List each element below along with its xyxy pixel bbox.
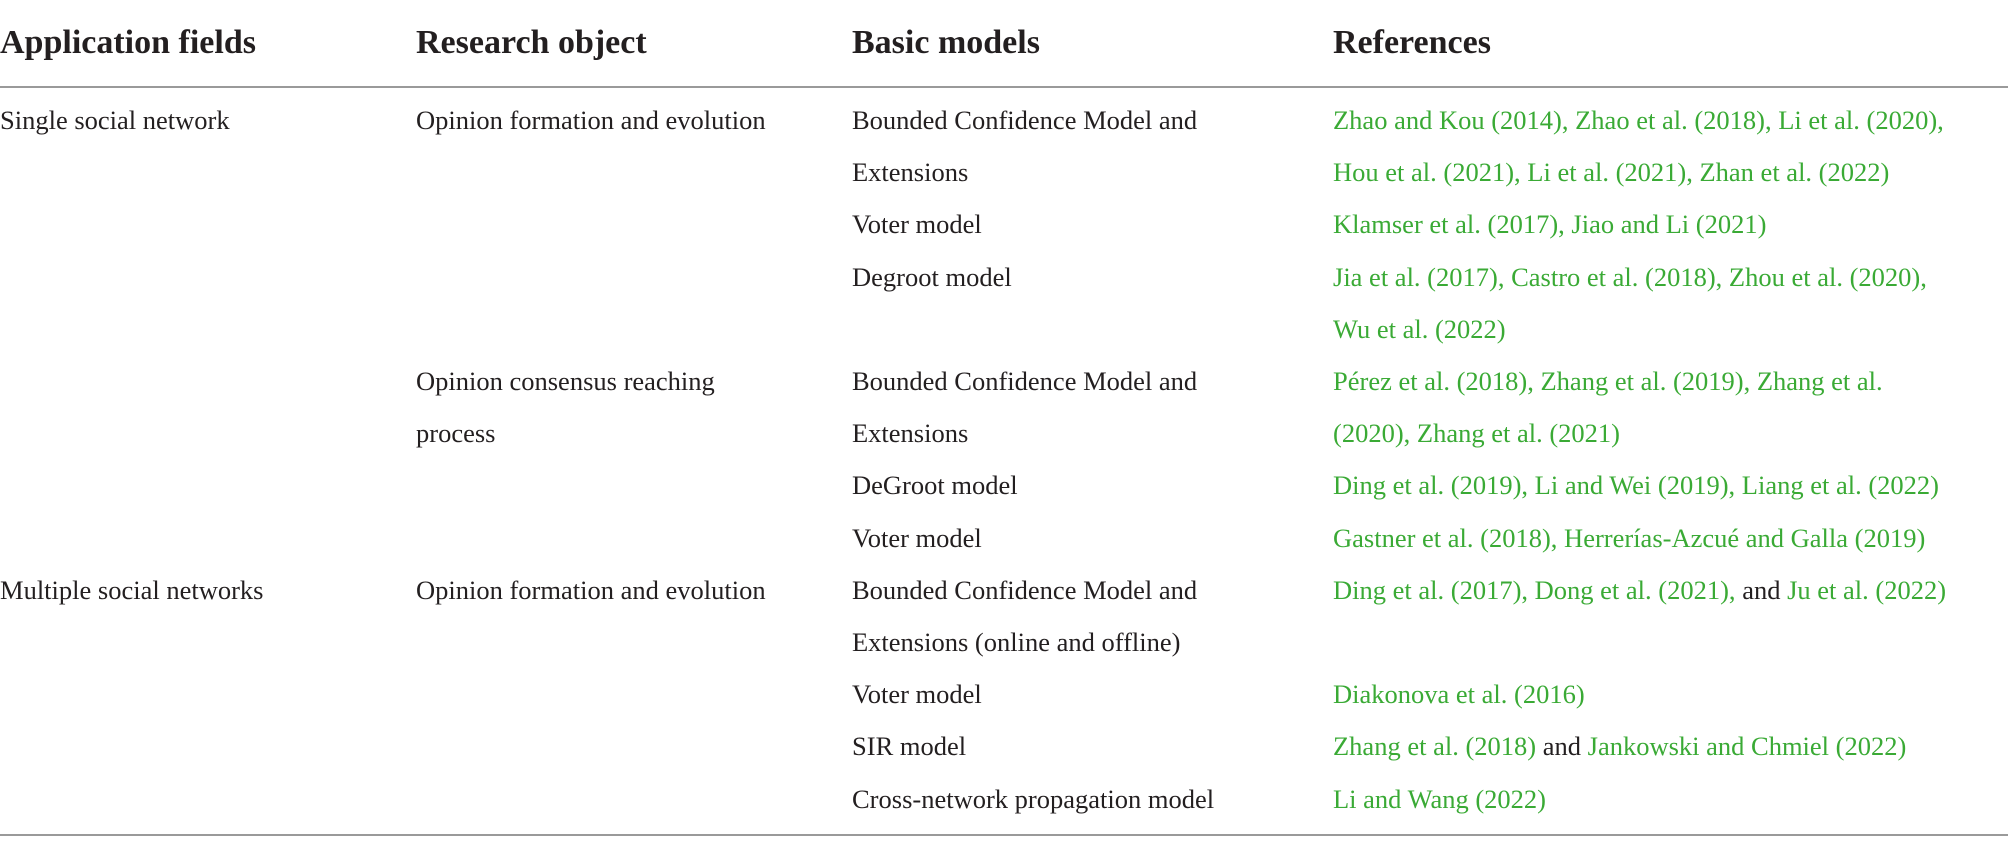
reference-link[interactable]: Diakonova et al. (2016) xyxy=(1333,679,1585,710)
header-row: Application fields Research object Basic… xyxy=(0,0,2008,88)
basic-model-cell: Voter model xyxy=(852,198,1333,250)
research-object-cell: Opinion formation and evolution xyxy=(416,87,852,198)
application-field-cell: Single social network xyxy=(0,87,416,198)
reference-link[interactable]: Zhang et al. (2018) xyxy=(1333,731,1537,762)
basic-model-line: Cross-network propagation model xyxy=(852,783,1215,814)
reference-links[interactable]: Jia et al. (2017), Castro et al. (2018),… xyxy=(1333,261,1927,292)
basic-model-cell: DeGroot model xyxy=(852,459,1333,511)
basic-model-line: Voter model xyxy=(852,679,982,710)
reference-links[interactable]: Hou et al. (2021), Li et al. (2021), Zha… xyxy=(1333,157,1890,188)
reference-link[interactable]: Jankowski and Chmiel (2022) xyxy=(1587,731,1907,762)
basic-model-cell: SIR model xyxy=(852,720,1333,772)
basic-model-line: DeGroot model xyxy=(852,470,1018,501)
reference-link[interactable]: Ju et al. (2022) xyxy=(1787,574,1947,605)
reference-conjunction: and xyxy=(1536,731,1588,762)
basic-model-cell: Bounded Confidence Model and Extensions xyxy=(852,355,1333,459)
header-basic-models: Basic models xyxy=(852,0,1333,88)
header-research-object: Research object xyxy=(416,0,852,88)
reference-links[interactable]: Gastner et al. (2018), Herrerías-Azcué a… xyxy=(1333,522,1926,553)
references-cell: Zhao and Kou (2014), Zhao et al. (2018),… xyxy=(1333,87,2008,198)
basic-model-cell: Cross-network propagation model xyxy=(852,773,1333,825)
table-row: Multiple social networks Opinion formati… xyxy=(0,564,2008,668)
table-row: Cross-network propagation model Li and W… xyxy=(0,773,2008,825)
application-field-cell: Multiple social networks xyxy=(0,564,416,668)
header-application-fields: Application fields xyxy=(0,0,416,88)
reference-link[interactable]: Li and Wang (2022) xyxy=(1333,783,1547,814)
table-bottom-rule xyxy=(0,834,2008,836)
table-row: Single social network Opinion formation … xyxy=(0,87,2008,198)
basic-model-line: Extensions xyxy=(852,418,969,449)
research-object: Opinion formation and evolution xyxy=(416,574,766,605)
basic-model-line: Bounded Confidence Model and xyxy=(852,366,1198,397)
basic-model-cell: Voter model xyxy=(852,668,1333,720)
reference-links[interactable]: Klamser et al. (2017), Jiao and Li (2021… xyxy=(1333,209,1767,240)
references-cell: Pérez et al. (2018), Zhang et al. (2019)… xyxy=(1333,355,2008,459)
table-row: Degroot model Jia et al. (2017), Castro … xyxy=(0,251,2008,355)
basic-model-cell: Bounded Confidence Model and Extensions xyxy=(852,87,1333,198)
references-cell: Ding et al. (2017), Dong et al. (2021), … xyxy=(1333,564,2008,668)
basic-model-cell: Bounded Confidence Model and Extensions … xyxy=(852,564,1333,668)
table-row: Voter model Diakonova et al. (2016) xyxy=(0,668,2008,720)
basic-model-line: Degroot model xyxy=(852,261,1012,292)
basic-model-line: Voter model xyxy=(852,209,982,240)
references-cell: Gastner et al. (2018), Herrerías-Azcué a… xyxy=(1333,512,2008,564)
table-row: Voter model Klamser et al. (2017), Jiao … xyxy=(0,198,2008,250)
reference-links[interactable]: Zhao and Kou (2014), Zhao et al. (2018),… xyxy=(1333,105,1944,135)
reference-links[interactable]: Ding et al. (2017), Dong et al. (2021), xyxy=(1333,574,1736,605)
reference-line: Ding et al. (2017), Dong et al. (2021), … xyxy=(1333,564,2008,616)
table-header: Application fields Research object Basic… xyxy=(0,0,2008,88)
research-object: Opinion formation and evolution xyxy=(416,105,766,135)
reference-links[interactable]: (2020), Zhang et al. (2021) xyxy=(1333,418,1620,449)
table-body: Single social network Opinion formation … xyxy=(0,87,2008,825)
basic-model-line: Extensions xyxy=(852,157,969,188)
basic-model-cell: Voter model xyxy=(852,512,1333,564)
basic-model-line: SIR model xyxy=(852,731,967,762)
research-object-cell: Opinion formation and evolution xyxy=(416,564,852,668)
reference-links[interactable]: Wu et al. (2022) xyxy=(1333,313,1506,344)
header-references: References xyxy=(1333,0,2008,88)
research-object-line: Opinion consensus reaching xyxy=(416,366,715,397)
references-cell: Ding et al. (2019), Li and Wei (2019), L… xyxy=(1333,459,2008,511)
table-row: Opinion consensus reaching process Bound… xyxy=(0,355,2008,459)
references-cell: Klamser et al. (2017), Jiao and Li (2021… xyxy=(1333,198,2008,250)
references-cell: Jia et al. (2017), Castro et al. (2018),… xyxy=(1333,251,2008,355)
application-field: Multiple social networks xyxy=(0,574,264,605)
basic-model-line: Extensions (online and offline) xyxy=(852,627,1181,658)
references-cell: Diakonova et al. (2016) xyxy=(1333,668,2008,720)
reference-links[interactable]: Pérez et al. (2018), Zhang et al. (2019)… xyxy=(1333,366,1883,397)
reference-conjunction: and xyxy=(1735,574,1788,605)
table-row: Voter model Gastner et al. (2018), Herre… xyxy=(0,512,2008,564)
basic-model-cell: Degroot model xyxy=(852,251,1333,355)
reference-line: Zhang et al. (2018) and Jankowski and Ch… xyxy=(1333,720,2008,772)
table-row: SIR model Zhang et al. (2018) and Jankow… xyxy=(0,720,2008,772)
references-table: Application fields Research object Basic… xyxy=(0,0,2008,825)
basic-model-line: Voter model xyxy=(852,522,982,553)
reference-links[interactable]: Ding et al. (2019), Li and Wei (2019), L… xyxy=(1333,470,1939,501)
research-object-line: process xyxy=(416,418,496,449)
basic-model-line: Bounded Confidence Model and xyxy=(852,574,1198,605)
table-row: DeGroot model Ding et al. (2019), Li and… xyxy=(0,459,2008,511)
research-object-cell: Opinion consensus reaching process xyxy=(416,355,852,459)
references-cell: Zhang et al. (2018) and Jankowski and Ch… xyxy=(1333,720,2008,772)
references-cell: Li and Wang (2022) xyxy=(1333,773,2008,825)
application-field: Single social network xyxy=(0,105,230,135)
basic-model-line: Bounded Confidence Model and xyxy=(852,105,1198,135)
